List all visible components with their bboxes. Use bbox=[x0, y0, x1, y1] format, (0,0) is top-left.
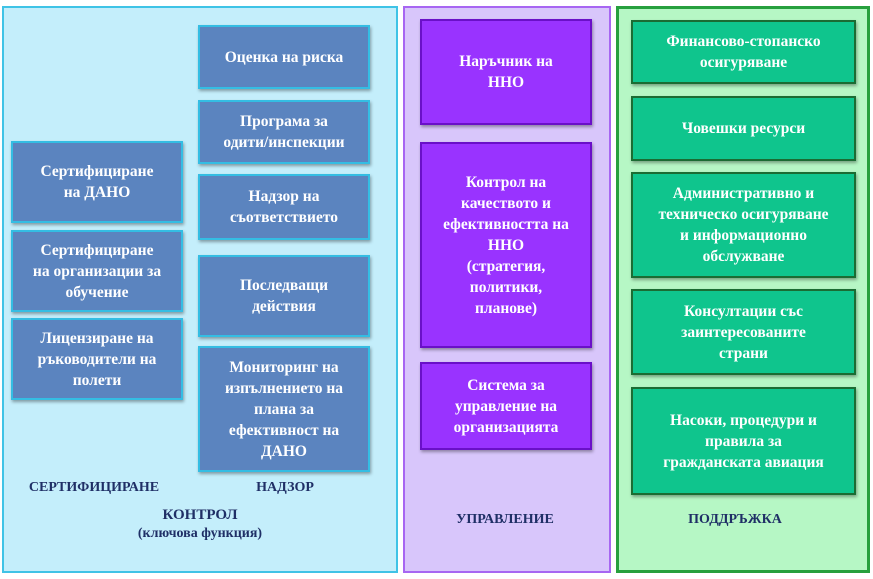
support-box-guidance: Насоки, процедури и правила за гражданск… bbox=[631, 387, 856, 495]
oversight-box-follow-up: Последващи действия bbox=[198, 255, 370, 337]
management-box-manual: Наръчник на ННО bbox=[420, 19, 592, 125]
oversight-label: НАДЗОР bbox=[256, 480, 314, 495]
certification-label: СЕРТИФИЦИРАНЕ bbox=[28, 480, 160, 495]
oversight-box-compliance: Надзор на съответствието bbox=[198, 174, 370, 240]
certification-box-ano: Сертифициране на ДАНО bbox=[11, 141, 183, 223]
oversight-box-performance-monitoring: Мониторинг на изпълнението на плана за е… bbox=[198, 346, 370, 472]
support-box-human-resources: Човешки ресурси bbox=[631, 96, 856, 161]
oversight-box-risk-assessment: Оценка на риска bbox=[198, 25, 370, 89]
management-box-org-system: Система за управление на организацията bbox=[420, 362, 592, 450]
support-box-stakeholders: Консултации със заинтересованите страни bbox=[631, 289, 856, 375]
support-box-admin-technical: Административно и техническо осигуряване… bbox=[631, 172, 856, 278]
support-box-finance: Финансово-стопанско осигуряване bbox=[631, 20, 856, 84]
oversight-box-audit-program: Програма за одити/инспекции bbox=[198, 100, 370, 164]
control-title: КОНТРОЛ bbox=[162, 507, 238, 523]
control-subtitle: (ключова функция) bbox=[137, 526, 263, 541]
licensing-box-controllers: Лицензиране на ръководители на полети bbox=[11, 318, 183, 400]
certification-box-training-orgs: Сертифициране на организации за обучение bbox=[11, 230, 183, 312]
management-box-quality-control: Контрол на качеството и ефективността на… bbox=[420, 142, 592, 348]
management-label: УПРАВЛЕНИЕ bbox=[456, 512, 554, 527]
support-label: ПОДДРЪЖКА bbox=[688, 512, 782, 527]
